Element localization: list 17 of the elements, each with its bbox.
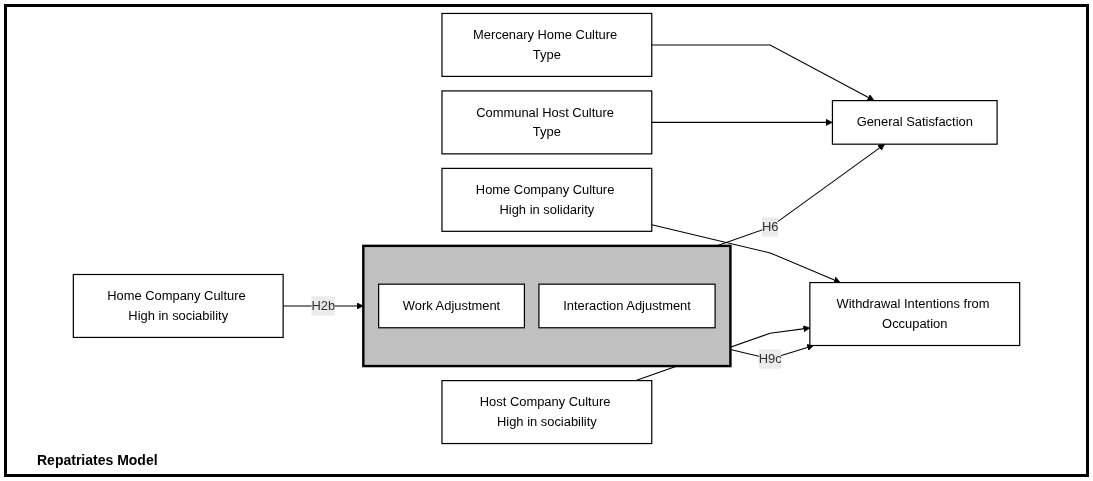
node-box: Work Adjustment bbox=[378, 283, 525, 329]
caption: Repatriates Model bbox=[36, 451, 159, 470]
node-box: Mercenary Home Culture Type bbox=[441, 12, 653, 77]
arrow bbox=[651, 44, 875, 101]
node-box: Home Company Culture High in solidarity bbox=[441, 167, 653, 232]
arrow bbox=[651, 224, 841, 284]
node-box: Interaction Adjustment bbox=[538, 283, 716, 329]
node-box: Home Company Culture High in sociability bbox=[72, 273, 284, 339]
node-box: General Satisfaction bbox=[831, 100, 998, 145]
node-box: Communal Host Culture Type bbox=[441, 90, 653, 155]
node-box: Host Company Culture High in sociability bbox=[441, 380, 653, 445]
edge-label: H9c bbox=[758, 351, 782, 366]
edge-label: H2b bbox=[311, 298, 336, 313]
arrow bbox=[651, 118, 833, 126]
cluster bbox=[362, 244, 732, 368]
edge-label: H6 bbox=[761, 219, 779, 234]
node-box: Withdrawal Intentions from Occupation bbox=[809, 281, 1021, 347]
